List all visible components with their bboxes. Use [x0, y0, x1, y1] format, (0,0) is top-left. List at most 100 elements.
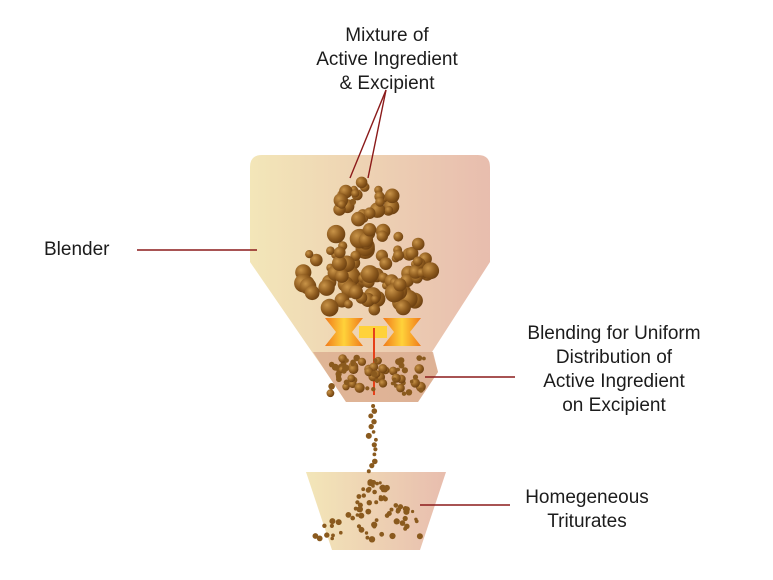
particle: [368, 423, 374, 430]
particle: [384, 206, 394, 215]
particle: [405, 389, 413, 396]
particle: [326, 246, 335, 255]
particle: [355, 500, 360, 505]
particle: [412, 374, 419, 380]
particle: [351, 211, 366, 227]
particle: [411, 237, 425, 251]
particle: [412, 256, 423, 267]
particle: [418, 387, 424, 393]
particle: [356, 494, 362, 499]
particle: [411, 509, 415, 514]
particle: [371, 442, 377, 448]
particle: [422, 356, 426, 361]
blending-label: Blending for Uniform Distribution of Act…: [510, 322, 718, 418]
particle: [343, 379, 350, 386]
particle: [365, 432, 372, 439]
particle: [360, 265, 379, 284]
particle: [384, 188, 400, 204]
particle: [316, 535, 323, 542]
particle: [402, 506, 409, 512]
particle: [312, 533, 319, 539]
particle: [361, 487, 366, 492]
particle: [369, 463, 375, 469]
mixture-label-line-2: Active Ingredient: [316, 49, 458, 70]
mixture-label-line-1: Mixture of: [345, 25, 429, 46]
particle: [391, 373, 401, 383]
particle: [373, 358, 378, 363]
blending-label-line-2: Distribution of: [555, 347, 673, 368]
particle: [374, 378, 380, 384]
particle: [320, 298, 339, 317]
particle: [351, 189, 360, 198]
particle: [344, 358, 349, 363]
particle: [348, 364, 359, 375]
particle: [371, 370, 378, 377]
mixture-label-line-3: & Excipient: [339, 73, 435, 94]
particle: [365, 508, 372, 515]
particle: [363, 207, 376, 219]
particle: [365, 487, 371, 493]
particle: [358, 512, 365, 519]
particle: [331, 255, 347, 271]
particle: [366, 500, 372, 506]
particle: [386, 511, 392, 516]
particle: [368, 413, 374, 419]
particle: [416, 533, 423, 540]
particle: [368, 536, 376, 543]
particle: [396, 383, 405, 393]
particle: [371, 521, 378, 528]
particle: [374, 518, 379, 522]
particle: [305, 250, 314, 259]
particle: [329, 523, 334, 529]
particle: [350, 361, 356, 367]
particle: [365, 386, 370, 391]
blending-label-line-1: Blending for Uniform: [527, 323, 701, 344]
particle: [393, 249, 404, 261]
particle: [349, 198, 357, 206]
particle: [371, 408, 378, 414]
particle: [318, 279, 335, 296]
particle: [354, 382, 365, 393]
leader-lines: [137, 89, 515, 506]
particle: [372, 458, 378, 465]
particle: [350, 515, 356, 521]
particle: [364, 531, 369, 535]
particle: [389, 507, 394, 512]
mixture-label: Mixture of Active Ingredient & Excipient: [292, 24, 482, 96]
particle: [378, 495, 383, 499]
particle: [365, 535, 370, 540]
particle: [378, 481, 382, 485]
particle: [375, 197, 385, 207]
particle: [374, 500, 379, 505]
triturates-label-line-2: Triturates: [547, 511, 627, 532]
particle: [405, 246, 419, 260]
particle: [368, 303, 381, 316]
particle: [402, 515, 408, 522]
particle: [355, 176, 368, 189]
particle: [356, 508, 361, 512]
particle: [334, 269, 349, 283]
particle: [336, 376, 342, 383]
particle: [367, 480, 374, 487]
particle: [378, 379, 388, 388]
particle: [389, 532, 396, 540]
particle: [304, 285, 320, 301]
particle: [344, 299, 353, 309]
particle: [376, 230, 388, 242]
particle: [353, 354, 361, 362]
particle: [345, 512, 352, 518]
particle: [395, 299, 411, 316]
particle: [403, 526, 408, 531]
particle: [326, 389, 335, 398]
particle: [322, 523, 327, 528]
particle: [414, 517, 418, 521]
particle: [383, 484, 390, 491]
particle: [381, 487, 386, 493]
particle: [382, 495, 386, 499]
particle: [362, 223, 377, 237]
particle: [335, 519, 342, 526]
particle: [328, 383, 335, 390]
particle: [328, 361, 335, 368]
particle: [330, 536, 335, 541]
particle: [324, 532, 330, 538]
